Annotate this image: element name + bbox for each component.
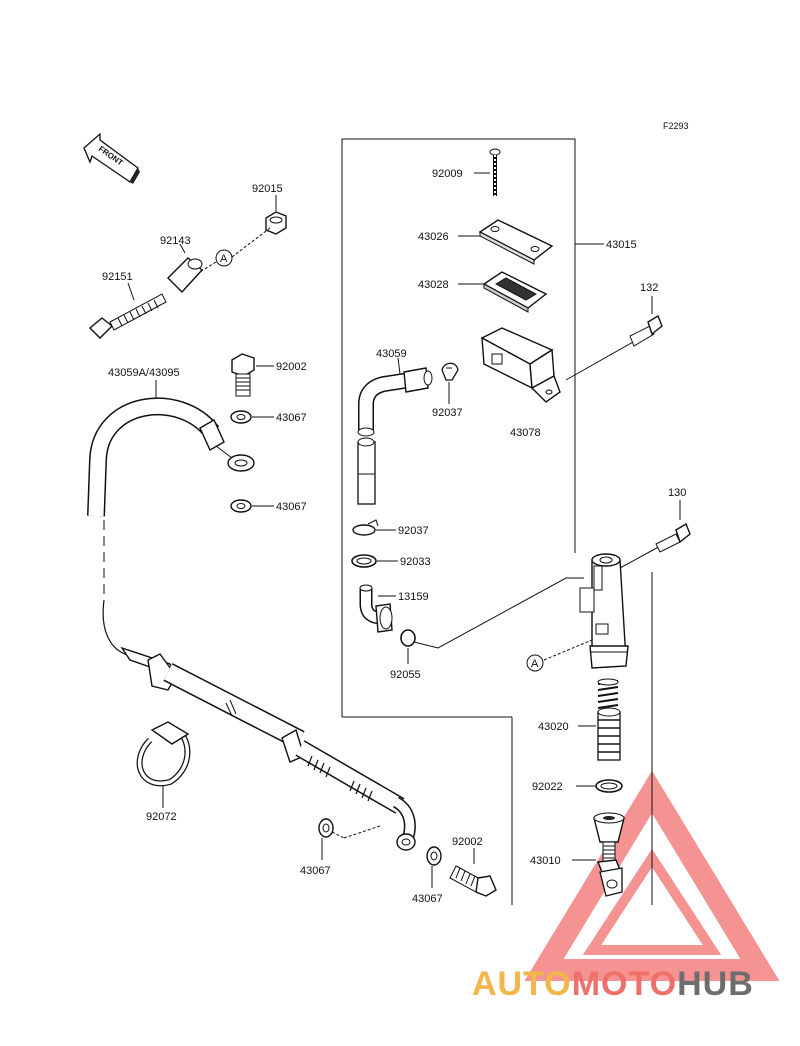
spring-piston-43020 — [597, 678, 621, 761]
watermark-triangle — [524, 770, 780, 981]
screw-92009 — [489, 148, 501, 196]
washer-43067-d — [426, 846, 442, 866]
label-92002-lower: 92002 — [452, 836, 483, 848]
label-92072: 92072 — [146, 811, 177, 823]
nut-92015 — [265, 211, 287, 235]
elbow-fitting-13159 — [359, 584, 393, 633]
label-43059a-43095: 43059A/43095 — [108, 367, 180, 379]
circlip-92022 — [595, 779, 623, 793]
svg-text:A: A — [531, 658, 539, 670]
bolt-132 — [565, 314, 663, 381]
label-92022: 92022 — [532, 781, 563, 793]
clutch-cylinder-body — [579, 553, 629, 669]
svg-text:AUTOMOTOHUB: AUTOMOTOHUB — [472, 965, 754, 1003]
label-92009: 92009 — [432, 168, 463, 180]
hose-clamp-92072 — [136, 721, 191, 787]
watermark-hub: HUB — [677, 965, 754, 1003]
watermark-auto: AUTO — [472, 965, 572, 1003]
label-92151: 92151 — [102, 271, 133, 283]
clip-92037-upper — [441, 362, 459, 381]
washer-43067-c — [318, 818, 334, 838]
bolt-92151 — [88, 293, 167, 339]
label-92033: 92033 — [400, 556, 431, 568]
label-43010: 43010 — [530, 855, 561, 867]
label-92002-upper: 92002 — [276, 361, 307, 373]
label-92037-upper: 92037 — [432, 407, 463, 419]
label-43078: 43078 — [510, 427, 541, 439]
reservoir-cap-43026 — [478, 219, 554, 265]
label-43059: 43059 — [376, 348, 407, 360]
watermark-logo: AUTOMOTOHUB — [472, 965, 754, 1003]
label-43015: 43015 — [606, 239, 637, 251]
washer-43067-a — [230, 410, 252, 424]
assembly-bracket — [341, 138, 576, 717]
clip-92037-lower — [352, 519, 379, 536]
spacer-92143 — [167, 257, 204, 294]
bolt-130 — [619, 522, 691, 569]
callout-a-top — [215, 249, 233, 267]
callout-a-bottom — [526, 654, 544, 672]
washer-43067-b — [230, 499, 252, 513]
label-92037-lower: 92037 — [398, 525, 429, 537]
reservoir-hose-43059 — [357, 367, 433, 505]
label-43067-d: 43067 — [412, 893, 443, 905]
o-ring-92055 — [400, 629, 416, 647]
watermark-moto: MOTO — [572, 965, 677, 1003]
label-92055: 92055 — [390, 669, 421, 681]
banjo-bolt-92002-upper — [231, 353, 255, 397]
label-43067-a: 43067 — [276, 412, 307, 424]
push-rod-43010 — [593, 812, 625, 897]
label-43026: 43026 — [418, 231, 449, 243]
label-43067-b: 43067 — [276, 501, 307, 513]
label-132: 132 — [640, 282, 658, 294]
label-92015: 92015 — [252, 183, 283, 195]
diaphragm-43028 — [482, 271, 548, 313]
front-arrow-icon: FRONT — [83, 132, 140, 184]
banjo-bolt-92002-lower — [449, 865, 497, 897]
svg-text:A: A — [220, 253, 228, 265]
label-92143: 92143 — [160, 235, 191, 247]
label-43020: 43020 — [538, 721, 569, 733]
label-130: 130 — [668, 487, 686, 499]
diagram-code: F2293 — [663, 121, 689, 131]
label-13159: 13159 — [398, 591, 429, 603]
label-43067-c: 43067 — [300, 865, 331, 877]
master-cylinder-body-43078 — [480, 327, 561, 403]
brake-hose — [87, 397, 416, 851]
ring-92033 — [351, 554, 377, 568]
label-43028: 43028 — [418, 279, 449, 291]
